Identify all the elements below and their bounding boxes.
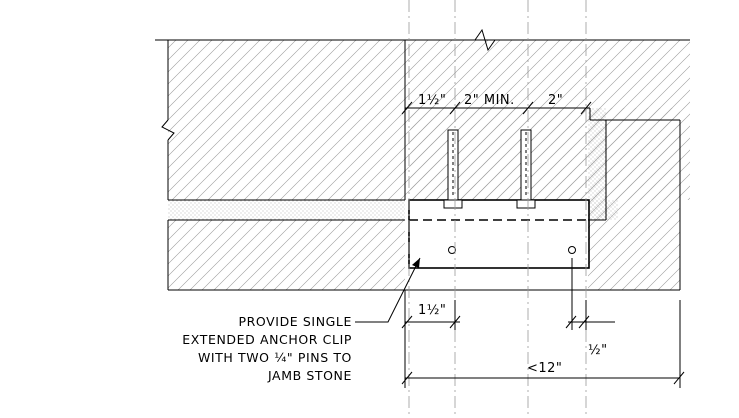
centerlines [408,0,587,418]
dim-bottom-2: ½" [588,343,608,358]
mortar-joint-vertical [588,108,606,220]
note-line-2: EXTENDED ANCHOR CLIP [182,332,352,347]
dim-bottom-1: 1½" [418,303,446,318]
anchor-clip [408,199,590,269]
break-lines [161,28,496,141]
dim-top-2: 2" MIN. [464,93,515,108]
dim-top-3: 2" [548,93,563,108]
note-leader-arrow [412,258,420,268]
dim-top-1: 1½" [418,93,446,108]
note-line-1: PROVIDE SINGLE [239,314,353,329]
pin-hole-right [568,246,576,254]
dimension-lines [401,101,685,388]
mortar-joint [168,200,405,220]
clear-areas [410,200,588,268]
note-leader [355,257,421,323]
anchor-bolts [443,129,536,209]
pin-hole-left [448,246,456,254]
note-line-3: WITH TWO ¼" PINS TO [198,350,352,365]
dim-bottom-3: <12" [527,361,562,376]
note-line-4: JAMB STONE [267,368,352,383]
